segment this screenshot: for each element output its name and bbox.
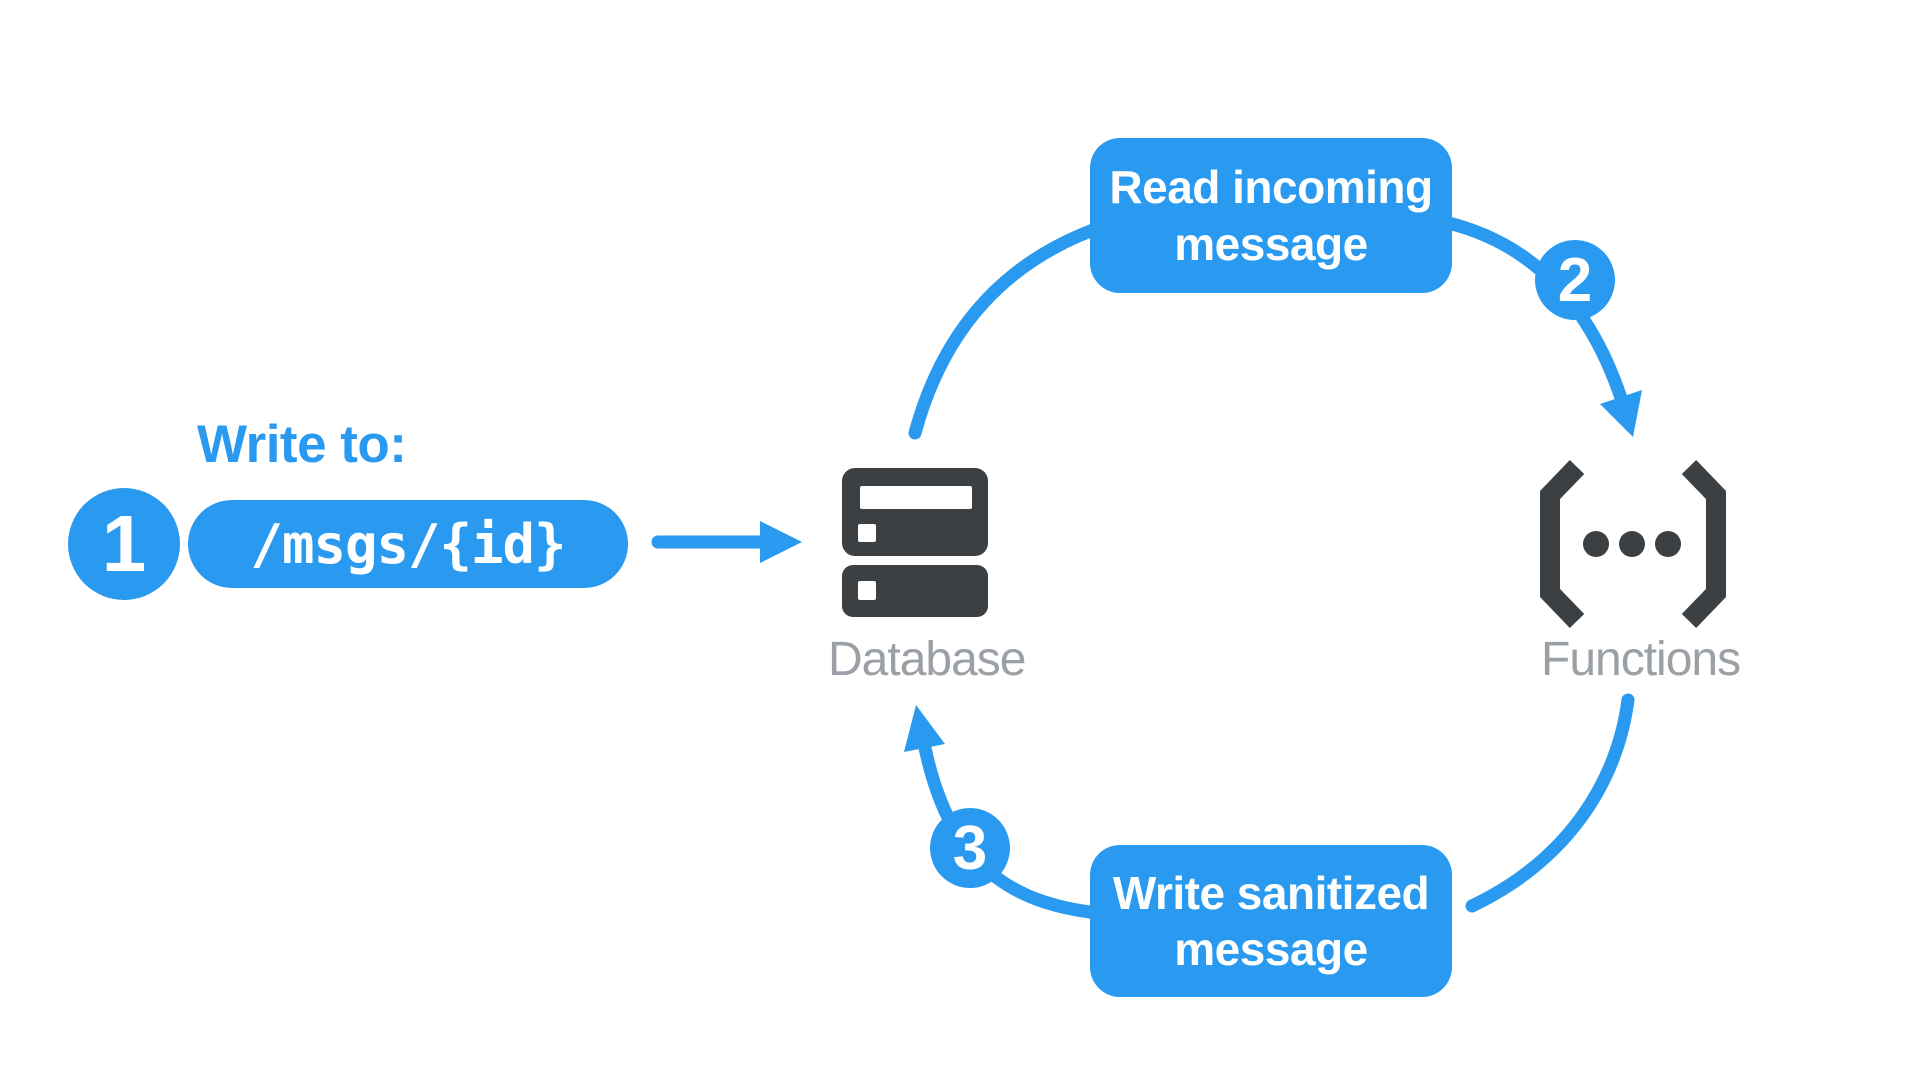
functions-label: Functions	[1541, 633, 1741, 686]
database-node	[842, 468, 988, 618]
database-label: Database	[828, 633, 1026, 686]
database-icon	[842, 468, 988, 617]
step-1-marker: 1	[68, 488, 180, 600]
arrowhead-into-database	[904, 705, 945, 752]
read-incoming-line1: Read incoming	[1109, 161, 1433, 214]
functions-icon	[1540, 460, 1726, 628]
write-sanitized-badge: Write sanitized message	[1090, 845, 1452, 997]
step-3-marker: 3	[930, 808, 1010, 888]
step-2-number: 2	[1557, 245, 1593, 315]
step-3-number: 3	[952, 813, 988, 883]
arrowhead-into-functions	[1600, 390, 1642, 437]
step-2-marker: 2	[1535, 240, 1615, 320]
database-path-pill: /msgs/{id}	[188, 500, 628, 588]
database-label-wrap: Database	[828, 632, 1026, 687]
arc-database-to-read-badge	[908, 217, 1117, 440]
write-sanitized-line2: message	[1174, 923, 1368, 975]
arc-functions-to-write-badge	[1465, 693, 1635, 913]
database-path-text: /msgs/{id}	[250, 512, 566, 576]
functions-node	[1539, 460, 1728, 628]
read-incoming-badge: Read incoming message	[1090, 138, 1452, 293]
functions-label-wrap: Functions	[1541, 632, 1741, 687]
step-1-number: 1	[101, 499, 147, 588]
read-incoming-line2: message	[1174, 217, 1368, 270]
write-to-heading: Write to:	[197, 415, 407, 474]
arrowhead-pill-to-database	[760, 521, 802, 563]
write-sanitized-line1: Write sanitized	[1112, 866, 1430, 919]
